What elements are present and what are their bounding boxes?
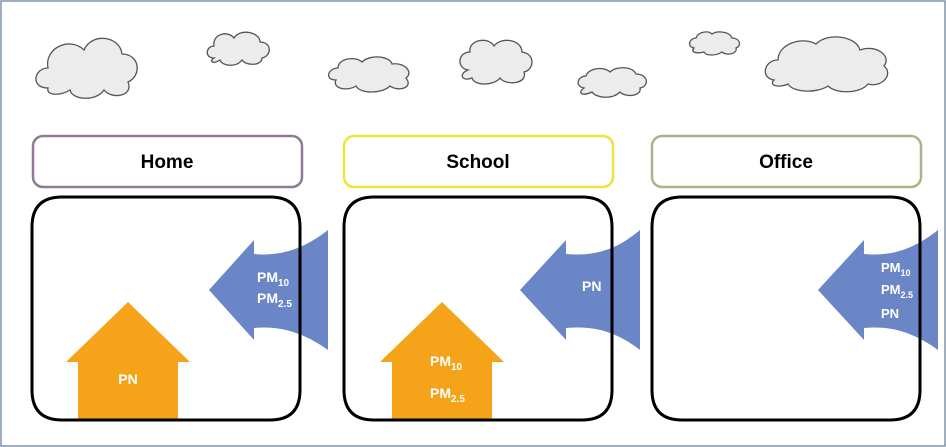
room-outline — [342, 195, 614, 422]
indoor-source-arrow — [380, 302, 504, 420]
outdoor-label-line-2: PM2.5 — [257, 290, 292, 310]
room-outline — [650, 195, 922, 422]
location-label-home: Home — [31, 134, 304, 189]
room-outline — [30, 195, 302, 422]
location-name: Office — [759, 152, 813, 173]
cloud-icon — [764, 36, 889, 93]
indoor-source-arrow — [66, 302, 190, 420]
outdoor-label-line-3: PN — [881, 306, 899, 321]
room-office: PM10 PM2.5 PN — [650, 195, 938, 422]
indoor-label-line-1: PN — [118, 371, 137, 387]
location-name: Home — [141, 152, 194, 173]
outdoor-infiltration-arrow — [520, 230, 640, 350]
cloud-icon — [459, 39, 533, 85]
indoor-label-line-2: PM2.5 — [430, 385, 465, 405]
cloud-icon — [688, 31, 741, 56]
location-name: School — [446, 152, 509, 173]
indoor-label-line-1: PM10 — [430, 353, 463, 373]
cloud-icon — [577, 67, 647, 98]
outdoor-infiltration-arrow — [209, 230, 328, 350]
outdoor-label-line-1: PM10 — [257, 269, 290, 289]
room-school: PM10 PM2.5 PN — [342, 195, 640, 422]
location-label-school: School — [342, 134, 615, 189]
outdoor-infiltration-arrow — [818, 230, 938, 350]
location-label-office: Office — [650, 134, 923, 189]
room-home: PN PM10 PM2.5 — [30, 195, 328, 422]
outdoor-label-line-1: PM10 — [881, 260, 911, 278]
outdoor-label-line-2: PM2.5 — [881, 282, 913, 300]
cloud-icon — [206, 31, 270, 66]
outdoor-label-line-1: PN — [582, 278, 601, 294]
cloud-icon — [35, 37, 138, 99]
cloud-icon — [328, 56, 410, 93]
